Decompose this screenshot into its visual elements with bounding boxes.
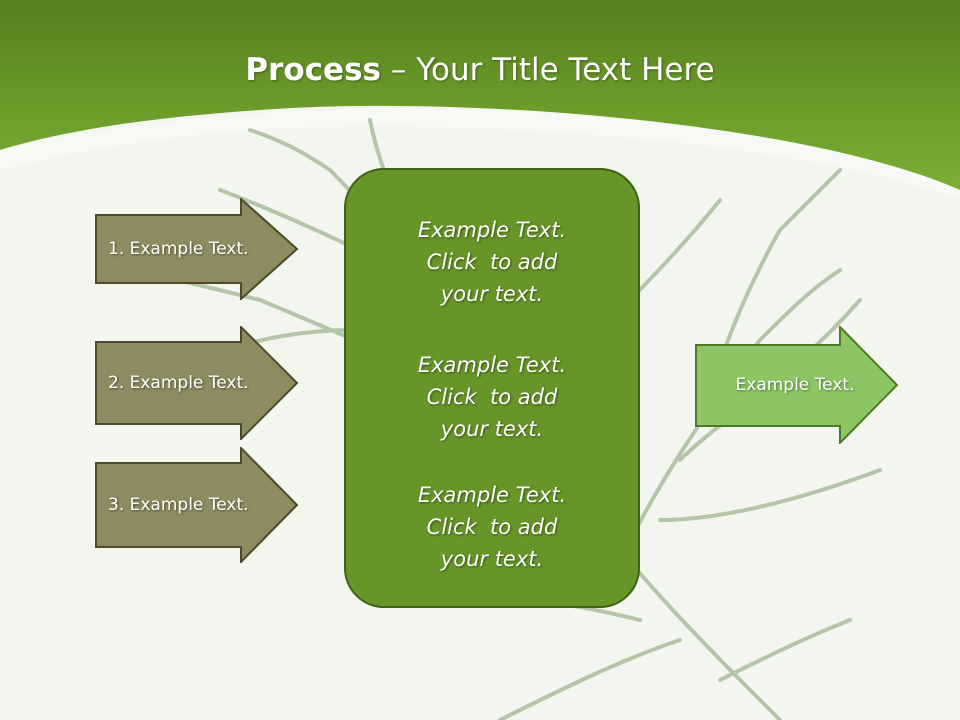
input-arrow-1: 1. Example Text. <box>95 198 299 300</box>
input-arrow-2: 2. Example Text. <box>95 326 299 440</box>
header-band <box>0 0 960 190</box>
process-block-1: Example Text. Click to add your text. <box>346 214 638 310</box>
process-block-3: Example Text. Click to add your text. <box>346 479 638 575</box>
process-box: Example Text. Click to add your text. Ex… <box>344 168 640 608</box>
input-arrow-2-label: 2. Example Text. <box>108 373 249 393</box>
input-arrow-1-label: 1. Example Text. <box>108 239 249 259</box>
header-highlight <box>0 108 960 200</box>
process-block-line: Click to add <box>426 250 558 274</box>
process-block-line: Example Text. <box>417 353 567 377</box>
arrow-right-icon <box>95 198 299 300</box>
process-block-line: your text. <box>440 282 544 306</box>
output-arrow: Example Text. <box>695 326 899 444</box>
arrow-right-icon <box>695 326 899 444</box>
process-block-line: your text. <box>440 547 544 571</box>
arrow-right-icon <box>95 326 299 440</box>
input-arrow-3: 3. Example Text. <box>95 447 299 563</box>
title-bold: Process <box>245 52 381 88</box>
process-block-line: Example Text. <box>417 218 567 242</box>
title-rest: – Your Title Text Here <box>381 52 715 88</box>
output-arrow-label: Example Text. <box>735 375 855 395</box>
process-block-line: Example Text. <box>417 483 567 507</box>
arrow-right-icon <box>95 447 299 563</box>
slide-title: Process – Your Title Text Here <box>0 52 960 88</box>
process-block-2: Example Text. Click to add your text. <box>346 349 638 445</box>
process-block-line: Click to add <box>426 515 558 539</box>
input-arrow-3-label: 3. Example Text. <box>108 495 249 515</box>
process-block-line: Click to add <box>426 385 558 409</box>
process-block-line: your text. <box>440 417 544 441</box>
